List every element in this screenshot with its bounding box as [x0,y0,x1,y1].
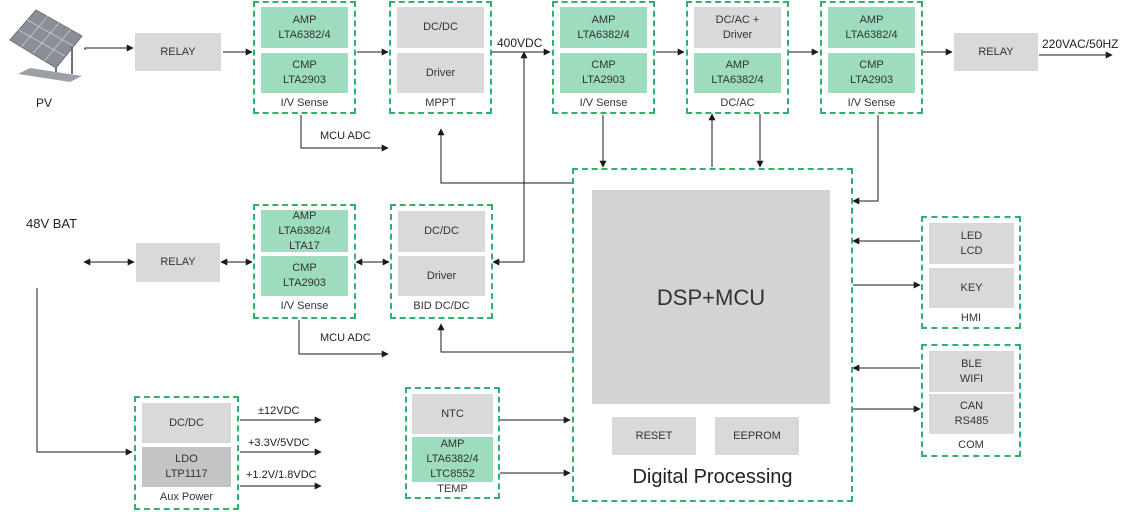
dc-bus-label: 400VDC [497,36,543,50]
pv-label: PV [36,96,53,110]
iv-sense-2-label: I/V Sense [579,97,628,109]
output-relay: RELAY [954,33,1038,71]
hmi-led-lcd: LED LCD [929,223,1014,264]
iv-sense-2-cmp: CMP LTA2903 [560,53,647,93]
temp-amp: AMP LTA6382/4 LTC8552 [412,437,493,482]
dsp-mcu-core: DSP+MCU [592,190,830,404]
dcac-label: DC/AC [720,97,755,109]
hmi-label: HMI [960,312,982,324]
aux-ldo: LDO LTP1117 [142,447,231,487]
iv-sense-1: AMP LTA6382/4 CMP LTA2903 I/V Sense [253,1,356,114]
reset-block: RESET [612,417,696,455]
temp-group: NTC AMP LTA6382/4 LTC8552 TEMP [405,387,500,499]
mppt-driver: Driver [397,53,484,93]
wire-bat-aux [36,288,133,456]
wire-dsp-mppt [437,128,572,184]
digital-processing-label: Digital Processing [632,466,793,488]
wire-dsp-bid [437,323,572,353]
ac-output-label: 220VAC/50HZ [1042,37,1119,51]
com-can-rs485: CAN RS485 [929,394,1014,434]
com-label: COM [958,439,984,451]
battery-label: 48V BAT [26,216,78,231]
wire-iv1-mcu-adc [300,115,389,152]
aux-33v-label: +3.3V/5VDC [248,437,310,449]
wire-iv4-mcu-adc [298,320,389,358]
temp-label: TEMP [437,483,468,495]
dcac-driver: DC/AC + Driver [694,7,781,48]
wire-iv3-dsp [852,115,879,205]
aux-dcdc: DC/DC [142,403,231,443]
iv-sense-1-amp: AMP LTA6382/4 [261,7,348,48]
aux-power-label: Aux Power [159,491,214,503]
temp-ntc: NTC [412,394,493,434]
iv-sense-4-cmp: CMP LTA2903 [261,256,348,296]
hmi-key: KEY [929,268,1014,308]
hmi-group: LED LCD KEY HMI [921,216,1021,329]
iv-sense-4-amp: AMP LTA6382/4 LTA17 [261,210,348,252]
dcac-amp: AMP LTA6382/4 [694,53,781,93]
iv-sense-2: AMP LTA6382/4 CMP LTA2903 I/V Sense [552,1,655,114]
bid-driver: Driver [398,256,485,296]
pv-relay: RELAY [135,33,221,71]
eeprom-block: EEPROM [715,417,799,455]
iv-sense-3-amp: AMP LTA6382/4 [828,7,915,48]
com-ble-wifi: BLE WIFI [929,351,1014,392]
aux-12-18v-label: +1.2V/1.8VDC [246,469,317,481]
digital-processing-group: DSP+MCU RESET EEPROM Digital Processing [572,168,853,502]
mppt-group: DC/DC Driver MPPT [389,1,492,114]
bid-dcdc: DC/DC [398,211,485,252]
iv-sense-3-cmp: CMP LTA2903 [828,53,915,93]
iv-sense-2-amp: AMP LTA6382/4 [560,7,647,48]
battery-relay: RELAY [136,243,220,282]
com-group: BLE WIFI CAN RS485 COM [921,344,1021,457]
wire-pv-relay [84,44,134,52]
solar-panel-icon [9,9,83,82]
aux-power-group: DC/DC LDO LTP1117 Aux Power [134,396,239,510]
iv-sense-3: AMP LTA6382/4 CMP LTA2903 I/V Sense [820,1,923,114]
mcu-adc-label-top: MCU ADC [320,130,371,142]
iv-sense-1-label: I/V Sense [280,97,329,109]
mppt-label: MPPT [425,97,456,109]
iv-sense-1-cmp: CMP LTA2903 [261,53,348,93]
iv-sense-4-label: I/V Sense [280,300,329,312]
bid-dcdc-group: DC/DC Driver BID DC/DC [390,204,493,319]
dcac-group: DC/AC + Driver AMP LTA6382/4 DC/AC [686,1,789,114]
iv-sense-4: AMP LTA6382/4 LTA17 CMP LTA2903 I/V Sens… [253,204,356,319]
aux-12v-label: ±12VDC [258,405,300,417]
mppt-dcdc: DC/DC [397,7,484,48]
mcu-adc-label-bottom: MCU ADC [320,332,371,344]
bid-label: BID DC/DC [413,300,470,312]
iv-sense-3-label: I/V Sense [847,97,896,109]
